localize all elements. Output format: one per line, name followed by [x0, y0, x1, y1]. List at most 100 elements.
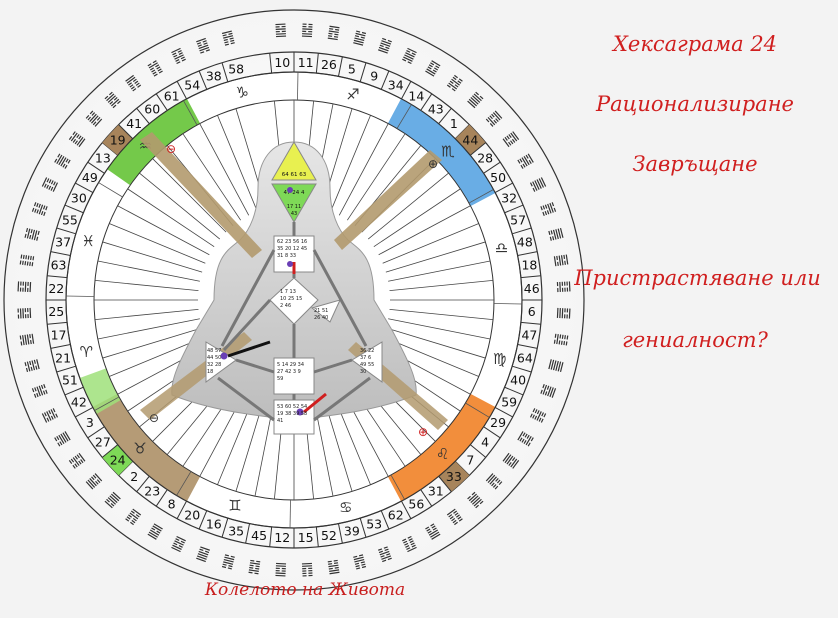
- hexagram-icon: [147, 523, 163, 540]
- hexagram-icon: [41, 408, 59, 423]
- gate-number: 35: [228, 523, 244, 538]
- ajna-gates: 47 24 4: [284, 190, 305, 196]
- hexagram-icon: [402, 47, 417, 65]
- defined-channel-black: [227, 340, 271, 358]
- hexagram-icon: [171, 535, 186, 553]
- zodiac-symbol: ♐: [346, 85, 359, 103]
- spleen-center: [205, 341, 237, 383]
- wheel-spoke: [117, 205, 210, 256]
- gate-number: 22: [48, 281, 64, 296]
- gate-number: 21: [55, 350, 71, 365]
- hexagram-icon: [353, 554, 367, 570]
- gate-divider: [469, 444, 487, 458]
- gate-divider: [50, 251, 71, 257]
- hexagram-icon: [485, 110, 503, 127]
- wheel-spoke: [367, 172, 449, 240]
- gate-number: 46: [524, 281, 540, 296]
- planet-symbol: ⊕: [428, 157, 438, 171]
- hexagram-icon: [548, 359, 564, 373]
- gate-number: 28: [477, 151, 493, 166]
- hexagram-icon: [446, 508, 463, 526]
- gate-divider: [517, 251, 538, 257]
- wheel-spoke: [385, 327, 486, 359]
- gate-number: 24: [110, 452, 126, 467]
- planet-marker: [220, 352, 228, 360]
- gate-divider: [401, 500, 412, 519]
- gate-number: 25: [48, 304, 64, 319]
- heart-gates: 26 40: [314, 315, 328, 321]
- wheel-spoke: [388, 318, 491, 340]
- gate-number: 58: [228, 62, 244, 77]
- gate-number: 16: [206, 517, 222, 532]
- hexagram-icon: [221, 30, 235, 46]
- g-center-gates: 2 46: [280, 303, 291, 309]
- gate-divider: [494, 407, 513, 418]
- hexagram-icon: [517, 153, 534, 169]
- gate-number: 9: [370, 68, 378, 83]
- zodiac-divider: [183, 100, 198, 126]
- zodiac-symbol: ♊: [228, 497, 241, 515]
- wheel-spoke: [330, 115, 371, 212]
- gate-divider: [359, 518, 367, 538]
- zodiac-symbol: ♏: [441, 142, 455, 160]
- gate-divider: [155, 489, 168, 507]
- solar-plexus-gates: 36 22: [360, 348, 374, 354]
- gate-divider: [469, 142, 487, 156]
- hexagram-icon: [553, 333, 569, 346]
- gate-number: 30: [71, 191, 87, 206]
- gate-number: 14: [408, 88, 424, 103]
- gate-number: 59: [501, 394, 517, 409]
- solar-plexus-gates: 30: [360, 369, 366, 375]
- zodiac-divider: [98, 182, 123, 198]
- gate-number: 6: [528, 304, 536, 319]
- hexagram-icon: [529, 177, 547, 192]
- gate-divider: [75, 182, 94, 193]
- title-line-2: Рационализиране: [596, 92, 794, 116]
- orange-band: [387, 393, 496, 502]
- hexagram-icon: [17, 281, 32, 293]
- highlighted-gate-cell: [438, 461, 470, 492]
- gate-divider: [438, 475, 452, 493]
- throat-gates: 31 8 33: [277, 253, 296, 259]
- gate-number: 47: [521, 327, 537, 342]
- gate-divider: [315, 53, 319, 74]
- wheel-caption: Колелото на Живота: [204, 580, 406, 600]
- band-planet-symbols: ⊖ ⊕ ⊕ ⊖: [149, 142, 438, 439]
- gate-number: 42: [71, 394, 87, 409]
- hexagram-icon: [41, 177, 59, 192]
- hexagram-icon: [378, 546, 392, 563]
- wheel-spoke: [139, 172, 221, 240]
- gate-divider: [47, 321, 68, 325]
- hexagram-icon: [502, 452, 520, 469]
- hexagram-icon: [553, 254, 569, 267]
- gate-number: 27: [95, 434, 111, 449]
- zodiac-symbol: ♌: [436, 445, 449, 463]
- root-gates: 19 38 39 58: [277, 411, 307, 417]
- hexagram-icon: [485, 473, 503, 490]
- wheel-spoke: [127, 188, 215, 247]
- zodiac-divider: [396, 104, 412, 129]
- wheel-spoke: [102, 241, 203, 273]
- hexagram-icon: [353, 30, 367, 46]
- gate-divider: [269, 53, 273, 74]
- ajna-center: [271, 183, 317, 223]
- gate-divider: [380, 510, 390, 530]
- wheel-spoke: [389, 309, 494, 321]
- gate-number: 60: [144, 101, 160, 116]
- heart-gates: 21 51: [314, 308, 328, 314]
- hexagram-icon: [19, 254, 35, 267]
- gate-number: 10: [274, 55, 290, 70]
- gate-number: 63: [51, 258, 67, 273]
- hexagram-icon: [24, 227, 40, 241]
- zodiac-symbol: ♎: [495, 239, 508, 257]
- spleen-gates: 48 57: [207, 348, 221, 354]
- hexagram-icon: [31, 202, 48, 216]
- hexagram-icon: [85, 110, 103, 127]
- zodiac-divider: [94, 396, 120, 411]
- gate-divider: [420, 93, 433, 111]
- hexagram-icon: [68, 131, 86, 148]
- hexagram-icon: [275, 23, 287, 38]
- wheel-spoke: [385, 241, 486, 273]
- solar-plexus-center: [351, 341, 383, 383]
